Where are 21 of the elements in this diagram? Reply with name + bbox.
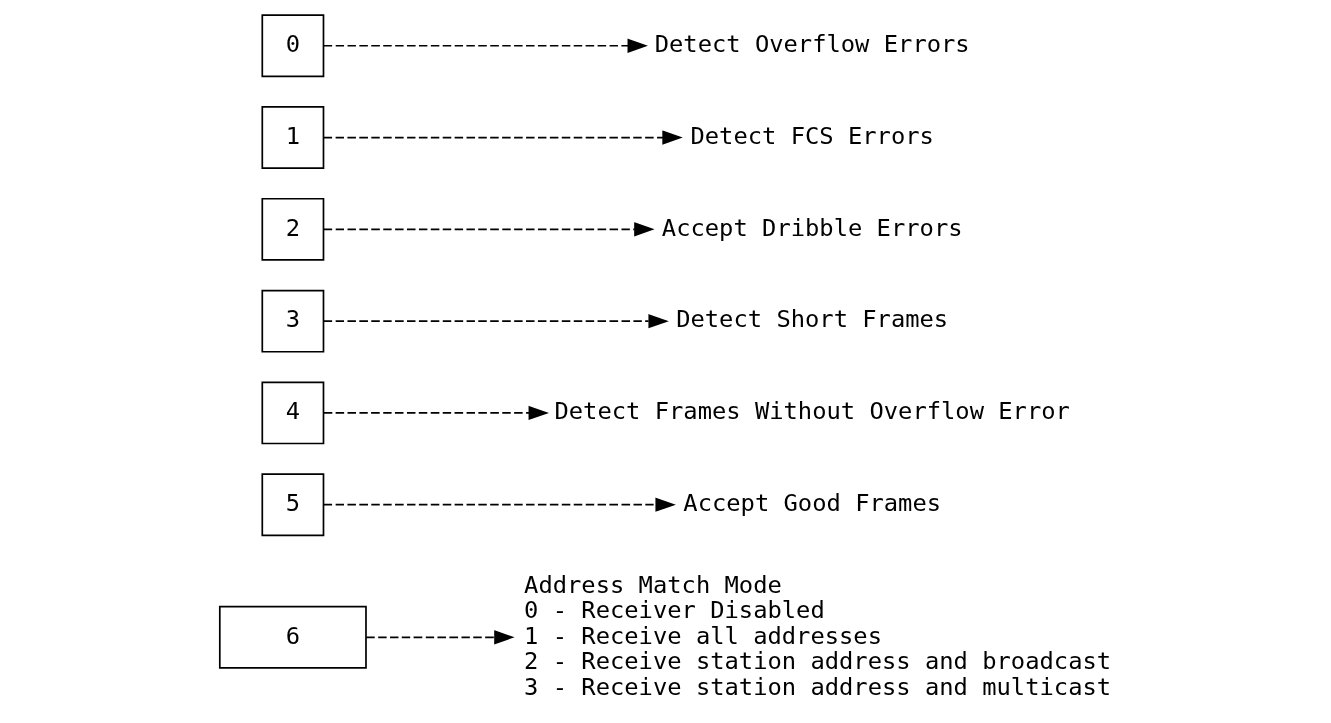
node-text: Detect Frames Without Overflow Error (553, 397, 1070, 426)
arrow (322, 405, 549, 421)
node-box: 1 (260, 106, 324, 169)
node-text: Accept Dribble Errors (661, 213, 963, 242)
node-box: 4 (260, 381, 324, 445)
node-text: Accept Good Frames (682, 489, 941, 517)
node-text: Detect FCS Errors (689, 121, 934, 150)
arrow (322, 222, 655, 237)
arrow (322, 314, 669, 329)
node-box: 2 (260, 197, 324, 261)
node-text: Detect Short Frames (675, 305, 948, 334)
node-box: 5 (260, 473, 324, 537)
node-box: 3 (260, 289, 324, 353)
arrow (322, 497, 676, 512)
arrow (322, 130, 683, 145)
arrow (322, 38, 648, 53)
node-box: 0 (260, 14, 324, 78)
node-box: 6 (218, 605, 367, 669)
node-text: Address Match Mode 0 - Receiver Disabled 1 - Receive all addresses 2 - Receive station address and broadcast 3 - Receive station address and multicast (523, 570, 1111, 701)
arrow (364, 630, 515, 645)
node-text: Detect Overflow Errors (654, 30, 970, 59)
